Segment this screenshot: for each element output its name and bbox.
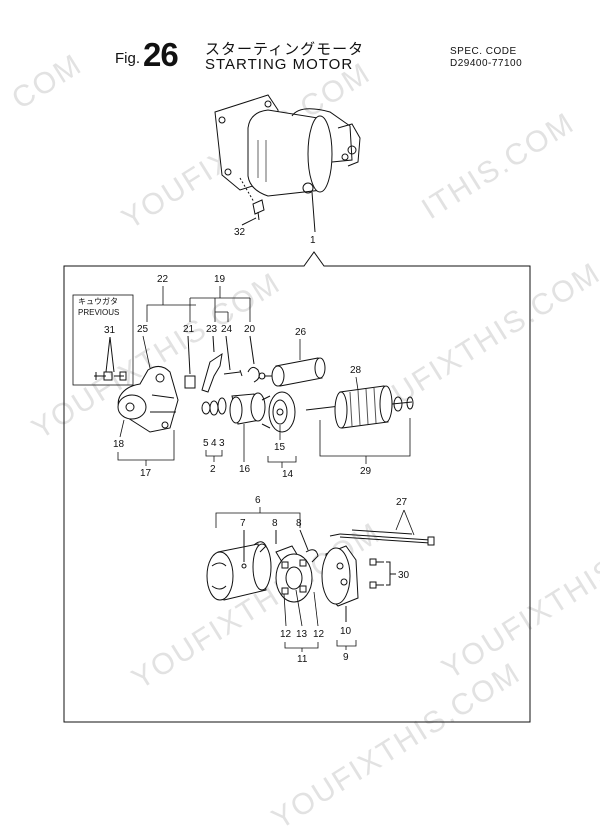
callout-10: 10: [340, 626, 352, 637]
callout-29: 29: [360, 466, 372, 477]
callout-6: 6: [255, 495, 261, 506]
callout-30: 30: [398, 570, 410, 581]
callout-18: 18: [113, 439, 125, 450]
previous-type-box: [72, 294, 134, 386]
through-bolts-drawing: [329, 529, 435, 546]
callout-11: 11: [297, 654, 308, 665]
title-japanese: スターティングモータ: [205, 41, 365, 58]
callout-12a: 12: [280, 629, 292, 640]
callout-7: 7: [240, 518, 246, 529]
previous-label-en: PREVIOUS: [78, 308, 119, 317]
callout-3: 3: [219, 438, 225, 449]
callout-27: 27: [396, 497, 408, 508]
callout-5: 5: [203, 438, 209, 449]
spec-code-value: D29400-77100: [450, 58, 523, 69]
screws-drawing: [369, 558, 396, 589]
callout-8b: 8: [296, 518, 302, 529]
callout-31: 31: [104, 325, 116, 336]
reduction-gear-drawing: [261, 391, 296, 433]
exploded-view-frame: [63, 251, 531, 723]
watermark-6: YOUFIXTHIS: [436, 552, 600, 686]
callout-8a: 8: [272, 518, 278, 529]
pinion-drawing: [201, 392, 266, 425]
motor-assembly-drawing: [214, 94, 361, 233]
callout-2: 2: [210, 464, 216, 475]
callout-1: 1: [310, 235, 316, 246]
callout-14: 14: [282, 469, 294, 480]
callout-12b: 12: [313, 629, 325, 640]
end-cover-drawing: [321, 545, 359, 622]
armature-drawing: [305, 385, 414, 429]
callout-32: 32: [234, 227, 246, 238]
callout-13: 13: [296, 629, 308, 640]
callout-25: 25: [137, 324, 149, 335]
spec-code-label: SPEC. CODE: [450, 46, 517, 57]
figure-prefix: Fig.: [115, 50, 141, 67]
lever-parts-drawing: [184, 335, 260, 393]
callout-22: 22: [157, 274, 169, 285]
callout-15: 15: [274, 442, 286, 453]
watermark-7: COM: [6, 48, 88, 116]
callout-19: 19: [214, 274, 226, 285]
brush-holder-drawing: [275, 529, 319, 603]
callout-23: 23: [206, 324, 218, 335]
callout-24: 24: [221, 324, 233, 335]
figure-number: 26: [143, 36, 179, 73]
callout-4: 4: [211, 438, 217, 449]
title-english: STARTING MOTOR: [205, 56, 354, 73]
yoke-drawing: [206, 530, 277, 601]
callout-17: 17: [140, 468, 152, 479]
callout-9: 9: [343, 652, 349, 663]
solenoid-drawing: [258, 357, 326, 387]
previous-bolts-drawing: [94, 336, 127, 381]
watermark-8: YOUFIXTHIS.COM: [266, 656, 526, 836]
callout-20: 20: [244, 324, 256, 335]
callout-16: 16: [239, 464, 251, 475]
callout-28: 28: [350, 365, 362, 376]
callout-21: 21: [183, 324, 195, 335]
callout-26: 26: [295, 327, 307, 338]
watermark-2: ITHIS.COM: [416, 106, 580, 226]
previous-label-jp: キュウガタ: [78, 296, 118, 306]
drive-housing-drawing: [117, 366, 179, 433]
